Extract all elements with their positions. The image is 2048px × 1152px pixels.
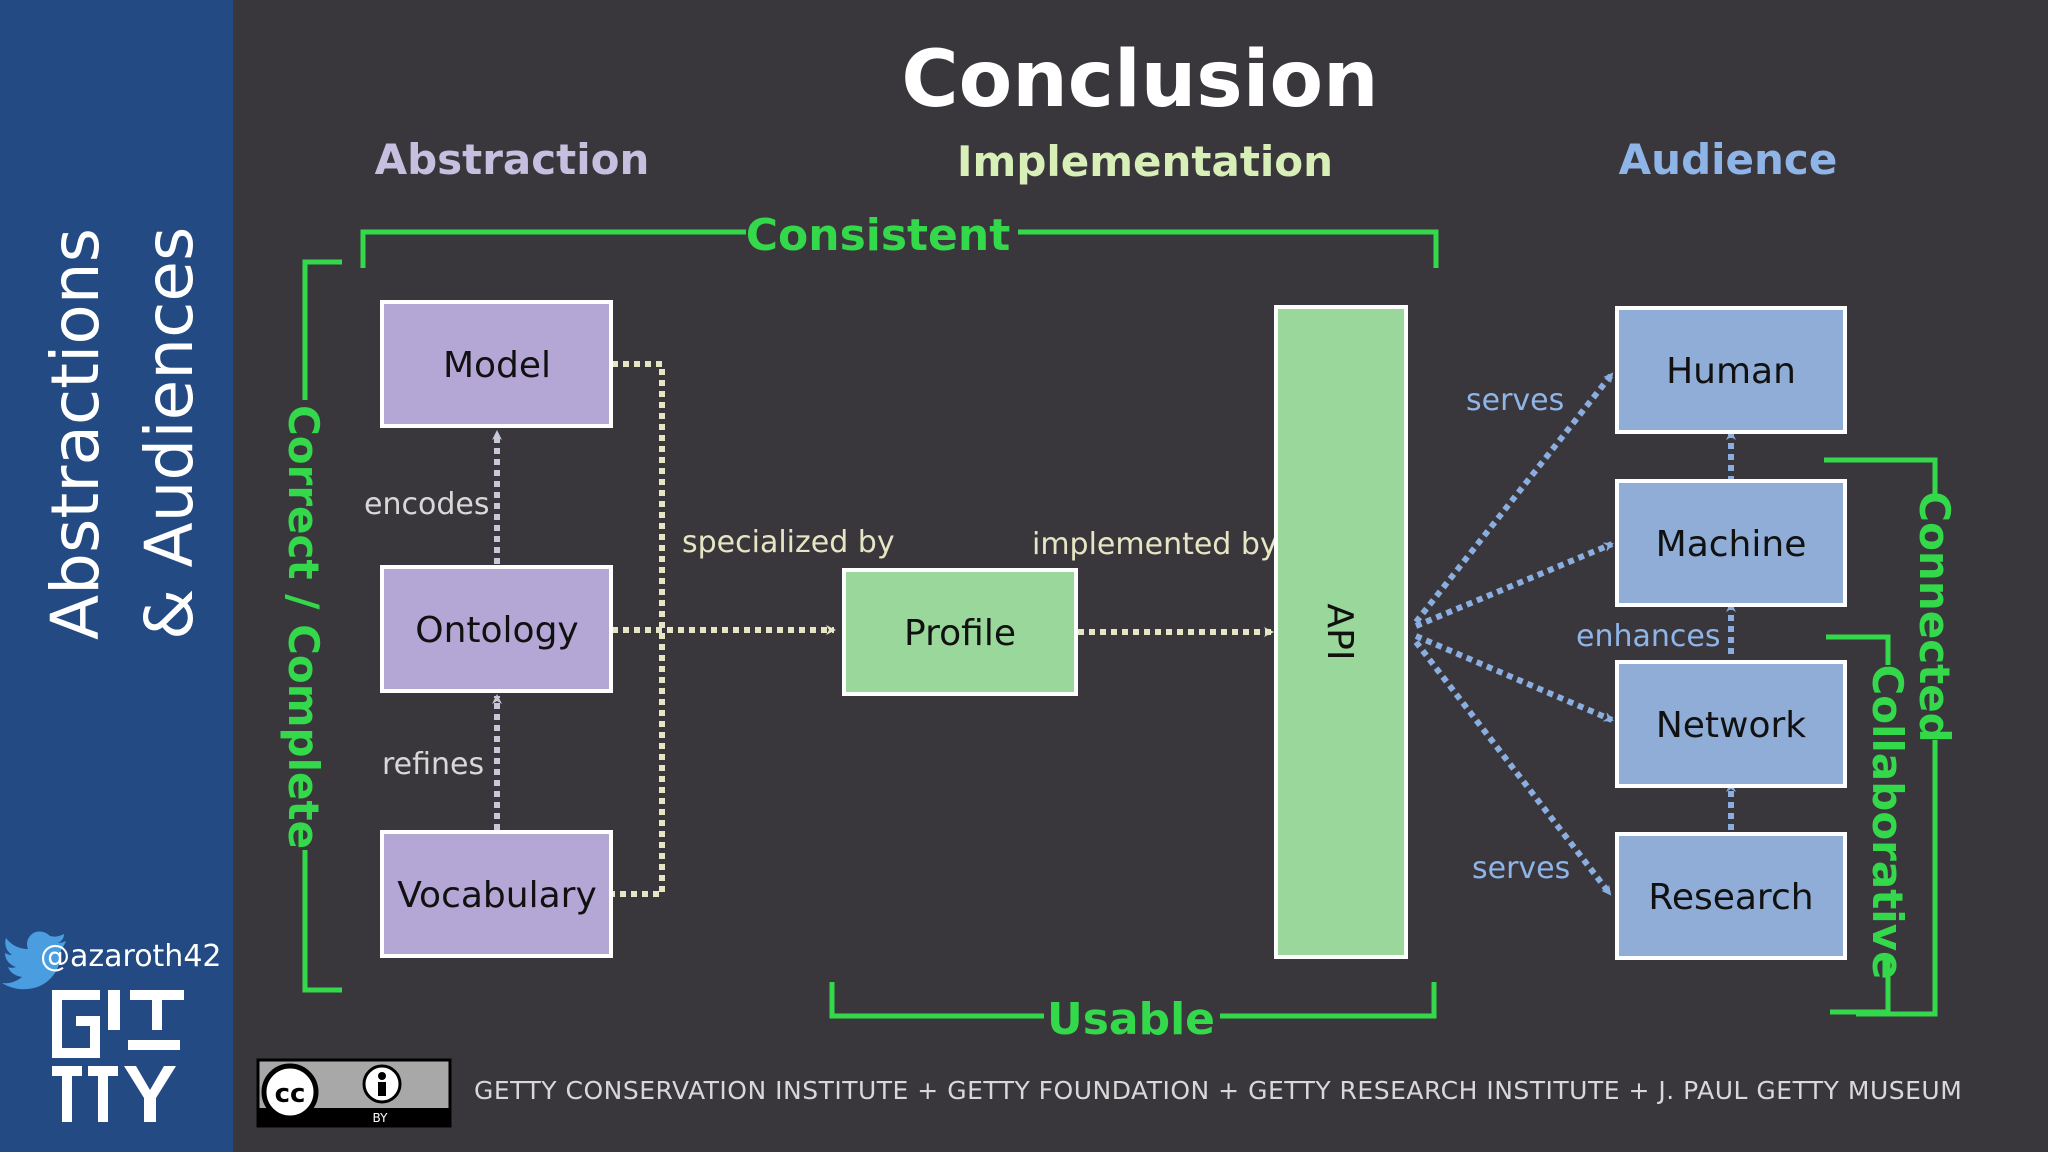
node-ontology[interactable]: Ontology — [380, 565, 613, 693]
edge-label-implemented-by: implemented by — [1032, 527, 1278, 562]
getty-logo — [52, 990, 184, 1122]
column-header-audience: Audience — [1619, 135, 1838, 184]
cc-by-text: BY — [373, 1111, 389, 1125]
correct-complete-bracket — [302, 259, 342, 993]
twitter-handle[interactable]: @azaroth42 — [40, 939, 222, 974]
quality-correct-complete: Correct / Complete — [279, 405, 328, 849]
node-profile[interactable]: Profile — [842, 568, 1078, 696]
column-header-implementation: Implementation — [957, 137, 1333, 186]
column-header-abstraction: Abstraction — [375, 135, 650, 184]
footer-institutions: GETTY CONSERVATION INSTITUTE + GETTY FOU… — [474, 1076, 1962, 1105]
svg-text:cc: cc — [275, 1079, 306, 1109]
node-vocabulary[interactable]: Vocabulary — [380, 830, 613, 958]
node-network[interactable]: Network — [1615, 660, 1847, 788]
node-human[interactable]: Human — [1615, 306, 1847, 434]
usable-bracket — [829, 982, 1437, 1019]
specialization-connector — [612, 361, 1274, 897]
node-research-label: Research — [1648, 877, 1813, 918]
edge-label-serves-bottom: serves — [1472, 851, 1570, 886]
sidebar-title-line1: Abstractions — [37, 228, 114, 640]
collaborative-bracket — [1826, 634, 1891, 1015]
quality-connected: Connected — [1910, 491, 1959, 743]
cc-by-badge[interactable]: cc BY — [256, 1058, 452, 1128]
node-model[interactable]: Model — [380, 300, 613, 428]
node-api[interactable]: API — [1274, 305, 1408, 959]
sidebar-title-line2: & Audiences — [131, 227, 208, 640]
twitter-icon — [2, 931, 66, 990]
edge-label-encodes: encodes — [364, 487, 489, 522]
node-profile-label: Profile — [904, 613, 1016, 654]
node-human-label: Human — [1666, 351, 1796, 392]
node-model-label: Model — [443, 345, 551, 386]
node-api-label: API — [1319, 604, 1360, 661]
node-network-label: Network — [1656, 705, 1806, 746]
node-research[interactable]: Research — [1615, 832, 1847, 960]
edge-label-refines: refines — [382, 747, 484, 782]
node-vocabulary-label: Vocabulary — [397, 875, 597, 916]
quality-consistent: Consistent — [746, 210, 1011, 261]
edge-label-serves-top: serves — [1466, 383, 1564, 418]
quality-usable: Usable — [1047, 994, 1215, 1045]
consistent-bracket — [360, 229, 1439, 268]
serves-connectors — [1413, 372, 1736, 896]
slide-title: Conclusion — [901, 35, 1378, 125]
node-machine[interactable]: Machine — [1615, 479, 1847, 607]
quality-collaborative: Collaborative — [1863, 664, 1912, 979]
edge-label-enhances: enhances — [1576, 619, 1720, 654]
edge-label-specialized-by: specialized by — [682, 525, 895, 560]
cc-icon — [261, 1063, 319, 1121]
node-ontology-label: Ontology — [415, 610, 578, 651]
node-machine-label: Machine — [1656, 524, 1807, 565]
